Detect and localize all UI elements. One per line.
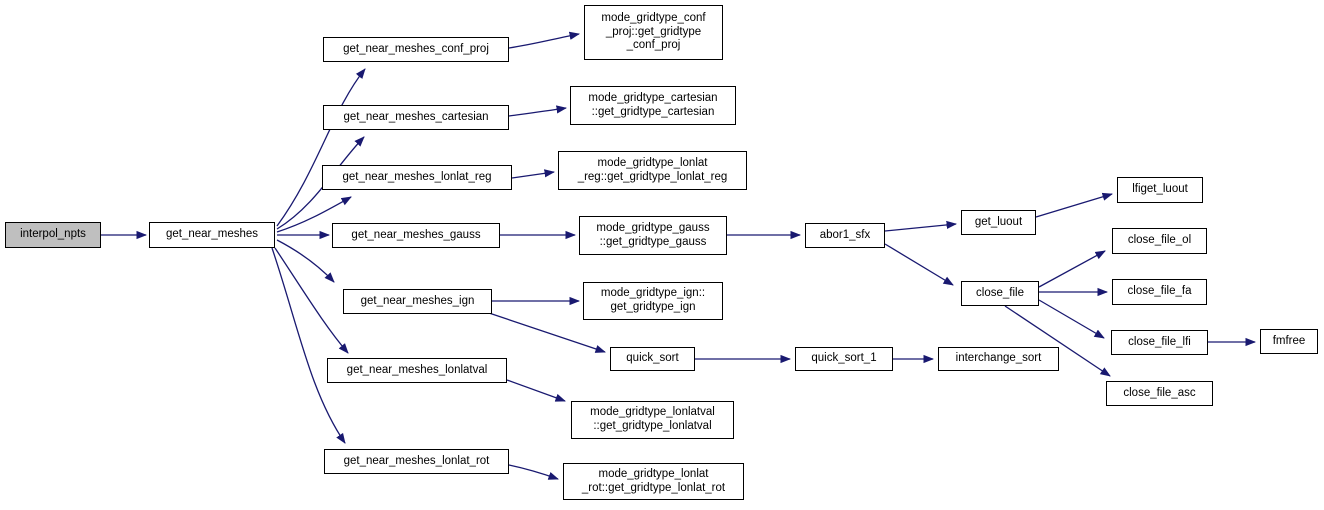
node-close-file-fa[interactable]: close_file_fa (1112, 279, 1207, 305)
edge-cartesian-mode (508, 105, 567, 117)
node-fmfree[interactable]: fmfree (1260, 329, 1318, 354)
node-interpol-npts[interactable]: interpol_npts (5, 222, 101, 248)
node-get-near-meshes-lonlat-reg[interactable]: get_near_meshes_lonlat_reg (322, 165, 512, 190)
edge-get_near_meshes-lonlatval (274, 247, 349, 354)
node-mode-gridtype-lonlat-reg[interactable]: mode_gridtype_lonlat _reg::get_gridtype_… (558, 151, 747, 190)
edge-abor1_sfx-close_file (884, 243, 954, 286)
node-get-near-meshes[interactable]: get_near_meshes (149, 222, 275, 248)
edge-conf_proj-mode (508, 31, 580, 49)
edge-get_near_meshes-conf_proj (276, 68, 366, 227)
node-quick-sort[interactable]: quick_sort (610, 347, 695, 371)
edge-close_file-close_file_lfi (1038, 299, 1105, 339)
node-mode-gridtype-gauss[interactable]: mode_gridtype_gauss ::get_gridtype_gauss (579, 216, 727, 255)
edge-lonlat_rot-mode (508, 464, 559, 480)
node-quick-sort-1[interactable]: quick_sort_1 (795, 347, 893, 371)
edge-get_near_meshes-ign (276, 239, 335, 283)
node-close-file-asc[interactable]: close_file_asc (1106, 381, 1213, 406)
node-mode-gridtype-conf-proj[interactable]: mode_gridtype_conf _proj::get_gridtype _… (584, 5, 723, 60)
edge-ign-quick_sort (485, 311, 606, 353)
edge-close_file-close_file_asc (1004, 305, 1111, 377)
node-interchange-sort[interactable]: interchange_sort (938, 347, 1059, 371)
node-lfiget-luout[interactable]: lfiget_luout (1117, 177, 1203, 203)
node-get-near-meshes-lonlat-rot[interactable]: get_near_meshes_lonlat_rot (324, 449, 509, 474)
node-get-near-meshes-ign[interactable]: get_near_meshes_ign (343, 289, 492, 314)
node-get-near-meshes-lonlatval[interactable]: get_near_meshes_lonlatval (327, 358, 507, 383)
edge-close_file-close_file_ol (1038, 250, 1106, 288)
node-close-file-lfi[interactable]: close_file_lfi (1111, 330, 1208, 355)
node-mode-gridtype-ign[interactable]: mode_gridtype_ign:: get_gridtype_ign (583, 282, 723, 320)
node-close-file[interactable]: close_file (961, 281, 1039, 306)
edge-lonlatval-mode (506, 379, 566, 402)
node-mode-gridtype-lonlat-rot[interactable]: mode_gridtype_lonlat _rot::get_gridtype_… (563, 463, 744, 500)
node-get-near-meshes-conf-proj[interactable]: get_near_meshes_conf_proj (323, 37, 509, 62)
edge-get_near_meshes-lonlat_rot (271, 247, 346, 444)
edge-abor1_sfx-get_luout (884, 220, 957, 232)
node-get-luout[interactable]: get_luout (961, 210, 1036, 235)
edge-get_luout-lfiget_luout (1035, 192, 1113, 218)
node-mode-gridtype-lonlatval[interactable]: mode_gridtype_lonlatval ::get_gridtype_l… (571, 401, 734, 439)
edge-get_near_meshes-lonlat_reg (276, 196, 352, 233)
node-get-near-meshes-cartesian[interactable]: get_near_meshes_cartesian (323, 105, 509, 130)
edge-lonlat_reg-mode (511, 169, 555, 179)
node-mode-gridtype-cartesian[interactable]: mode_gridtype_cartesian ::get_gridtype_c… (570, 86, 736, 125)
node-abor1-sfx[interactable]: abor1_sfx (805, 223, 885, 248)
node-get-near-meshes-gauss[interactable]: get_near_meshes_gauss (332, 223, 500, 248)
node-close-file-ol[interactable]: close_file_ol (1112, 228, 1207, 254)
